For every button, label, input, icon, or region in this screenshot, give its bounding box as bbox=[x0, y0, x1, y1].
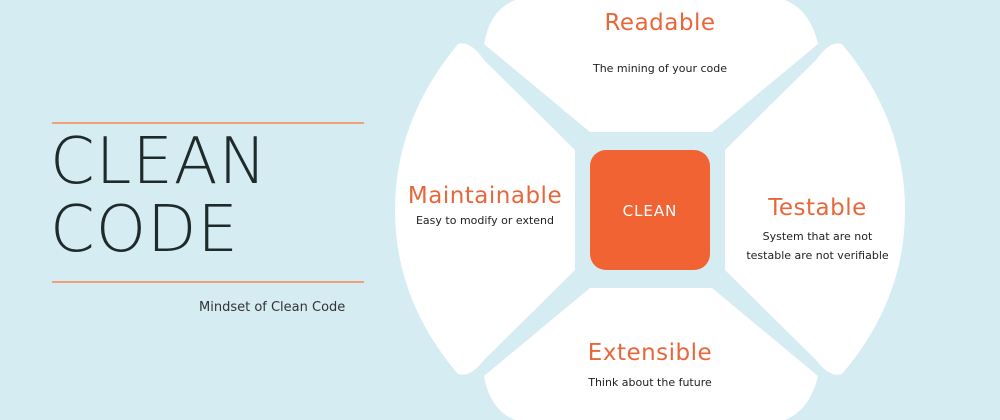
segment-maintainable bbox=[395, 43, 575, 375]
title-line-1: CLEAN bbox=[50, 125, 268, 199]
extensible-desc: Think about the future bbox=[588, 376, 712, 389]
testable-desc-2: testable are not verifiable bbox=[746, 249, 889, 262]
testable-desc-1: System that are not bbox=[762, 230, 873, 243]
bottom-rule bbox=[52, 281, 364, 283]
maintainable-desc: Easy to modify or extend bbox=[415, 214, 554, 227]
extensible-label: Extensible bbox=[587, 340, 713, 366]
segment-extensible bbox=[484, 288, 818, 420]
testable-label: Testable bbox=[768, 195, 867, 221]
segment-testable bbox=[725, 43, 905, 375]
readable-label: Readable bbox=[604, 10, 716, 36]
top-rule bbox=[52, 122, 364, 124]
maintainable-label: Maintainable bbox=[407, 183, 563, 209]
center-label: CLEAN bbox=[622, 202, 678, 220]
segment-readable bbox=[484, 0, 818, 132]
subtitle: Mindset of Clean Code bbox=[199, 300, 346, 315]
title-line-2: CODE bbox=[50, 193, 239, 267]
readable-desc: The mining of your code bbox=[592, 62, 728, 75]
center-square bbox=[590, 150, 710, 270]
page-title: CLEAN CODE bbox=[50, 128, 267, 264]
